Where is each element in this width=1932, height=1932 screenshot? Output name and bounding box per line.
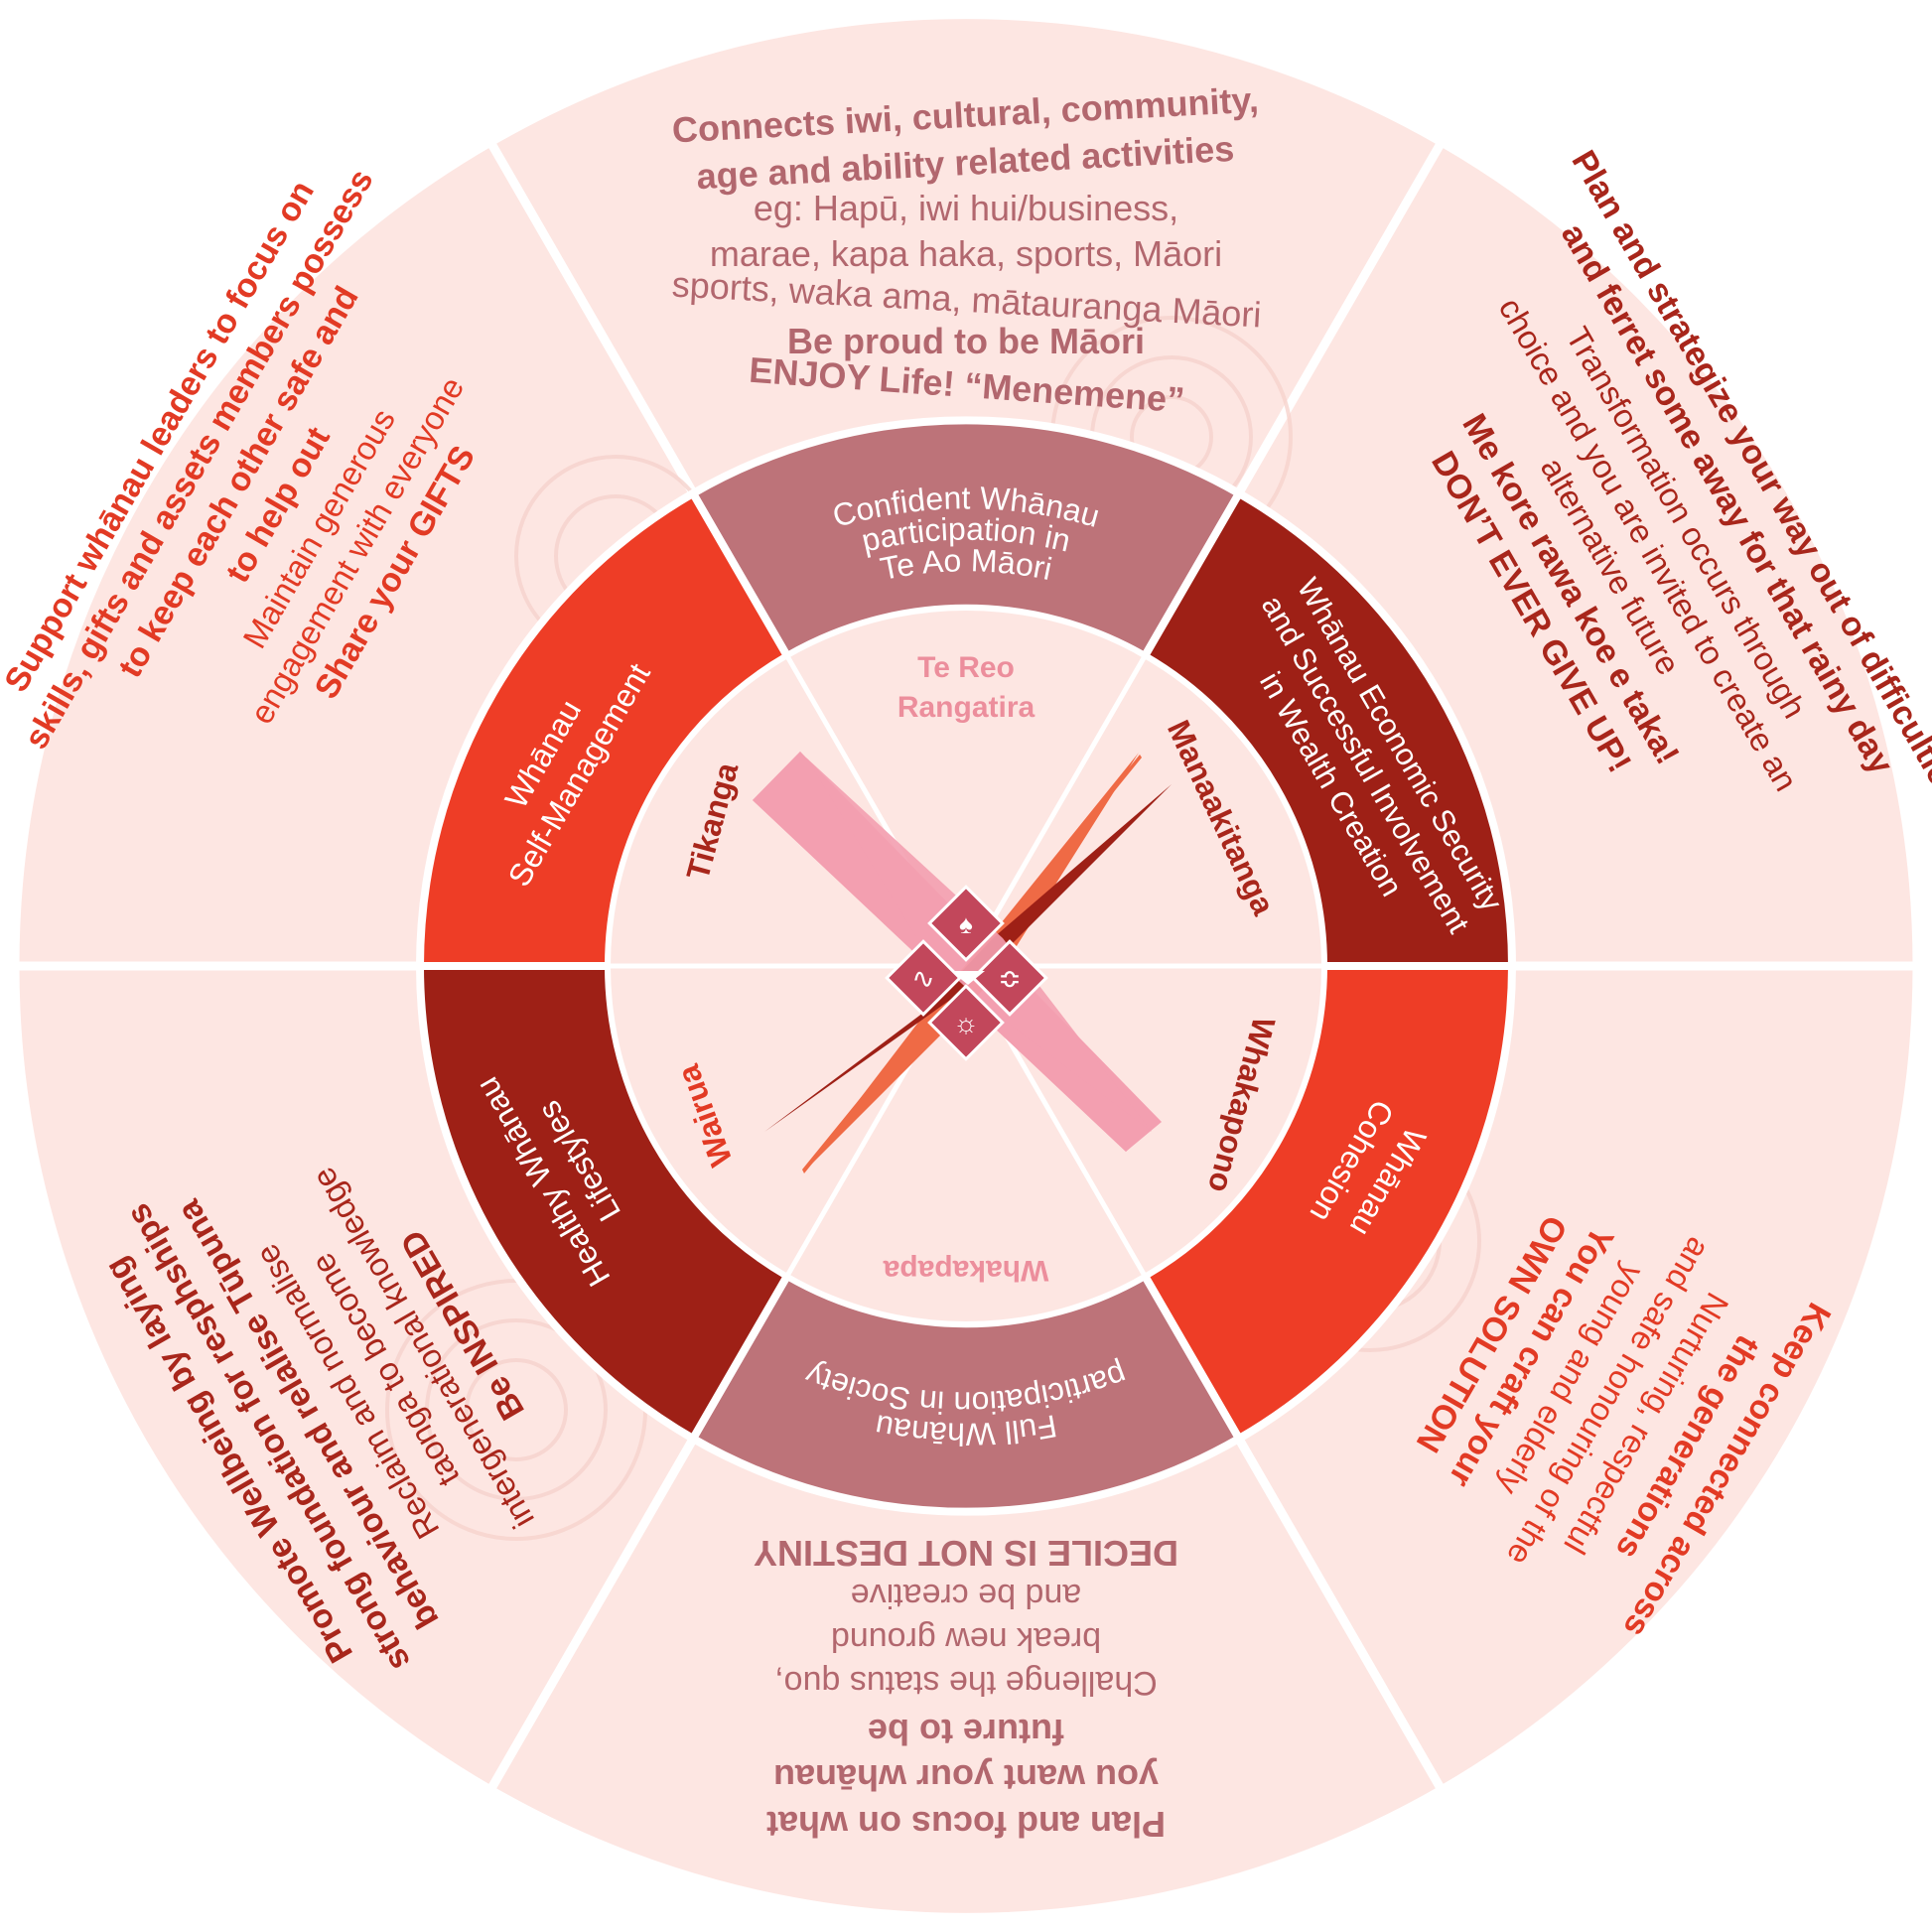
outer-bottom-line-4: Challenge the status quo, <box>774 1664 1158 1702</box>
inner-top-line-1: Te Reo <box>917 651 1015 684</box>
outer-top-line-3: eg: Hapū, iwi hui/business, <box>754 188 1178 228</box>
middle-segment-bottom-right <box>1139 962 1517 1445</box>
inner-label-bottom: Whakapapa <box>883 1254 1048 1287</box>
outer-top-line-4: marae, kapa haka, sports, Māori <box>710 233 1222 274</box>
center-triangle-icon <box>951 971 985 985</box>
outer-bottom-line-3: future to be <box>868 1712 1064 1752</box>
outer-bottom-line-7: DECILE IS NOT DESTINY <box>754 1533 1178 1574</box>
inner-top-line-2: Rangatira <box>897 691 1035 724</box>
svg-text:♠: ♠ <box>959 909 973 939</box>
outer-top-line-6: Be proud to be Māori <box>787 321 1145 361</box>
outer-text-bottom-right: Keep connected across the generations Nu… <box>1409 1209 1839 1643</box>
middle-ring <box>415 416 1517 1516</box>
middle-segment-bottom-left <box>415 962 793 1445</box>
svg-text:☼: ☼ <box>953 1008 979 1038</box>
outer-ring <box>10 10 1922 1922</box>
middle-segment-top <box>687 416 1245 662</box>
koru-icon: ≎ <box>971 939 1048 1017</box>
outer-bottom-line-1: Plan and focus on what <box>766 1804 1166 1845</box>
middle-segment-top-left <box>415 487 793 970</box>
figure-icon: ♠ <box>927 885 1005 962</box>
outer-text-bottom: Plan and focus on what you want your whā… <box>754 1533 1178 1845</box>
wave-icon: ∿ <box>885 939 962 1017</box>
svg-text:≎: ≎ <box>998 963 1021 994</box>
center-icons: ♠ ∿ ≎ ☼ <box>885 885 1048 1061</box>
middle-text-top: Confident Whānau participation in Te Ao … <box>829 480 1104 587</box>
outer-bottom-line-2: you want your whānau <box>773 1757 1159 1798</box>
outer-bottom-line-5: break new ground <box>831 1620 1101 1658</box>
middle-segment-top-right <box>1139 487 1517 970</box>
outer-bottom-line-6: and be creative <box>851 1577 1082 1614</box>
middle-segment-bottom <box>687 1270 1245 1516</box>
inner-text-top: Te Reo Rangatira <box>897 651 1035 724</box>
spiral-icon: ☼ <box>927 984 1005 1061</box>
svg-text:∿: ∿ <box>911 963 934 994</box>
